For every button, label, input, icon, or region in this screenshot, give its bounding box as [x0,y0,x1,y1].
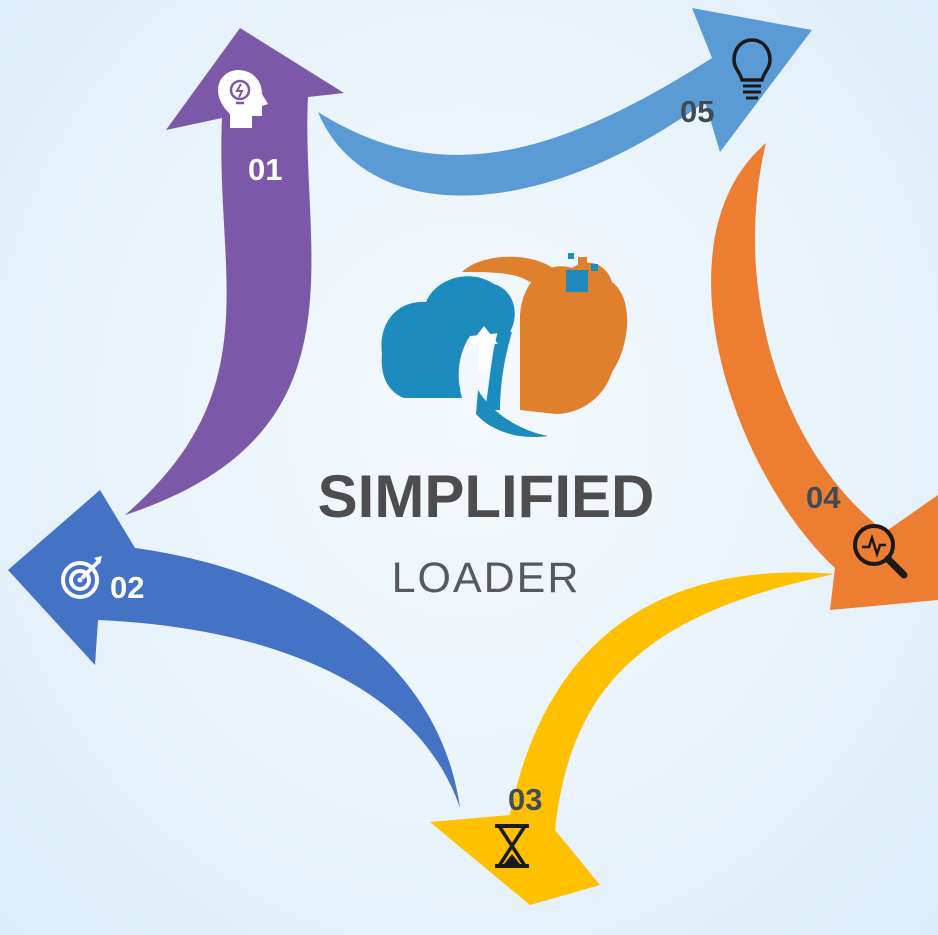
step-05-number: 05 [680,94,714,129]
brand-title: SIMPLIFIED [318,463,655,530]
magnifier-pulse-icon [853,524,908,579]
upload-arrow-icon [470,326,498,372]
logo-blue-swoosh [476,390,548,438]
arrow-step-05 [318,8,812,196]
logo-orange-cloud-top [462,256,562,282]
logo-pixel-1 [578,257,587,266]
logo-blue-cloud [381,276,515,398]
target-arrow-icon [61,556,102,599]
arrow-step-02 [8,490,460,808]
step-04-number: 04 [806,480,841,515]
brand-subtitle: LOADER [392,554,581,602]
step-01: 01 [218,70,282,187]
step-03: 03 [495,782,542,868]
logo-blue-swoosh-2 [485,332,512,410]
logo-pixel-3 [593,277,599,283]
step-03-number: 03 [508,782,542,817]
step-02-number: 02 [110,570,144,605]
logo-pixel-4 [568,253,574,259]
step-04: 04 [806,480,908,579]
logo-pixel-2 [591,264,598,271]
logo-pixel-square [566,270,588,292]
logo-orange-cloud [520,262,628,414]
step-01-number: 01 [248,152,282,187]
arrow-step-04 [711,143,938,610]
lightbulb-icon [732,38,772,100]
step-05: 05 [680,38,772,129]
arrow-step-03 [430,572,835,905]
hourglass-icon [495,824,529,868]
step-02: 02 [61,556,144,605]
simplified-loader-logo [381,253,628,438]
arrow-step-01 [125,28,344,515]
head-lightbulb-icon [218,70,268,128]
